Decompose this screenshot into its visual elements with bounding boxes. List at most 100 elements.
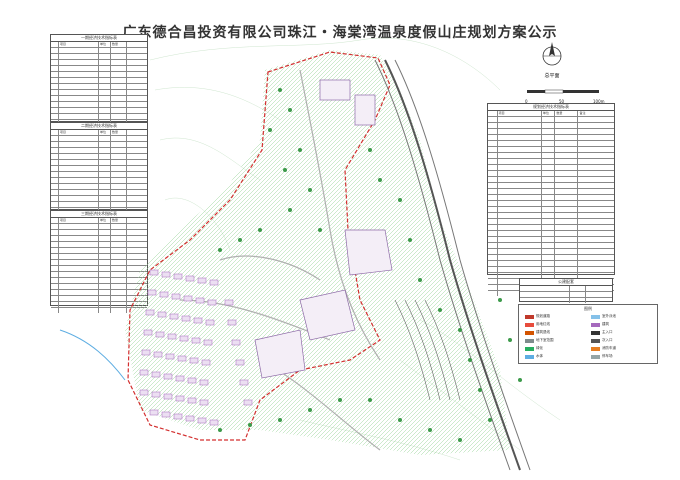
table-cell [488, 261, 498, 266]
table-cell [59, 308, 99, 313]
table-cell [127, 308, 146, 313]
table-cell [520, 292, 571, 297]
legend-swatch [525, 346, 534, 351]
table-cell [51, 172, 59, 177]
table-cell [51, 248, 59, 253]
table-cell [488, 183, 498, 188]
phase2-table: 二期经济技术指标表 项目 单位 数量 [50, 122, 148, 225]
table-cell [99, 224, 111, 229]
table-cell [578, 207, 614, 212]
table-cell [59, 172, 99, 177]
table-cell [578, 153, 614, 158]
table-cell [542, 177, 556, 182]
table-cell [59, 166, 99, 171]
table-cell [59, 78, 99, 83]
table-cell [99, 184, 111, 189]
table-cell [51, 54, 59, 59]
table-cell [59, 242, 99, 247]
table-cell [99, 84, 111, 89]
table-cell [111, 284, 127, 289]
table-cell [542, 141, 556, 146]
legend-label: 建筑退线 [536, 330, 550, 334]
table-cell [99, 308, 111, 313]
table-cell [111, 236, 127, 241]
table-cell [488, 243, 498, 248]
table-cell [99, 96, 111, 101]
table-cell [488, 273, 498, 278]
table-cell [59, 290, 99, 295]
phase1-table: 一期经济技术指标表 项目 单位 数量 [50, 34, 148, 137]
table-cell [127, 248, 146, 253]
table-cell [498, 231, 542, 236]
table-cell [578, 225, 614, 230]
header-cell: 项目 [59, 42, 99, 47]
table-cell [111, 278, 127, 283]
table-cell [59, 230, 99, 235]
table-cell [498, 255, 542, 260]
table-cell [586, 286, 612, 291]
table-cell [555, 243, 579, 248]
table-cell [59, 196, 99, 201]
table-row [520, 286, 612, 292]
table-cell [111, 90, 127, 95]
table-cell [555, 165, 579, 170]
table-cell [488, 249, 498, 254]
table-cell [99, 242, 111, 247]
legend-item: 消防车道 [591, 346, 616, 351]
table-cell [51, 224, 59, 229]
table-cell [99, 278, 111, 283]
table-cell [542, 243, 556, 248]
table-cell [542, 231, 556, 236]
table-cell [127, 260, 146, 265]
table-cell [488, 285, 498, 290]
table-cell [51, 78, 59, 83]
table-cell [127, 172, 146, 177]
table-cell [542, 159, 556, 164]
table-cell [127, 84, 146, 89]
table-cell [99, 48, 111, 53]
header-cell: 项目 [59, 218, 99, 223]
table-cell [111, 302, 127, 307]
table-cell [59, 72, 99, 77]
table-cell [555, 183, 579, 188]
table-cell [99, 248, 111, 253]
page-title: 广东德合昌投资有限公司珠江・海棠湾温泉度假山庄规划方案公示 [122, 25, 558, 41]
table-cell [59, 278, 99, 283]
table-cell [99, 154, 111, 159]
table-cell [59, 160, 99, 165]
table-cell [578, 249, 614, 254]
table-cell [498, 267, 542, 272]
table-cell [555, 201, 579, 206]
table-cell [51, 90, 59, 95]
table-cell [555, 189, 579, 194]
table-cell [99, 272, 111, 277]
table-cell [99, 190, 111, 195]
table-cell [99, 66, 111, 71]
site-green-area [125, 50, 510, 455]
table-cell [99, 166, 111, 171]
table-cell [555, 213, 579, 218]
phase3-table: 三期经济技术指标表 项目 单位 数量 [50, 210, 148, 313]
table-cell [127, 224, 146, 229]
table-cell [51, 108, 59, 113]
legend-item: 室外泳池 [591, 314, 616, 319]
table-cell [59, 154, 99, 159]
table-cell [488, 147, 498, 152]
legend-swatch [525, 322, 534, 327]
table-cell [99, 160, 111, 165]
table-cell [127, 114, 146, 119]
table-cell [578, 183, 614, 188]
legend-label: 室外泳池 [602, 314, 616, 318]
table-cell [59, 178, 99, 183]
table-cell [555, 123, 579, 128]
table-cell [111, 260, 127, 265]
site-boundary [127, 51, 391, 441]
table-body [520, 286, 612, 303]
header-cell: 单位 [99, 130, 111, 135]
table-cell [127, 202, 146, 207]
table-cell [498, 177, 542, 182]
table-cell [578, 201, 614, 206]
table-cell [498, 237, 542, 242]
table-cell [542, 195, 556, 200]
legend-item: 建筑 [591, 322, 609, 327]
